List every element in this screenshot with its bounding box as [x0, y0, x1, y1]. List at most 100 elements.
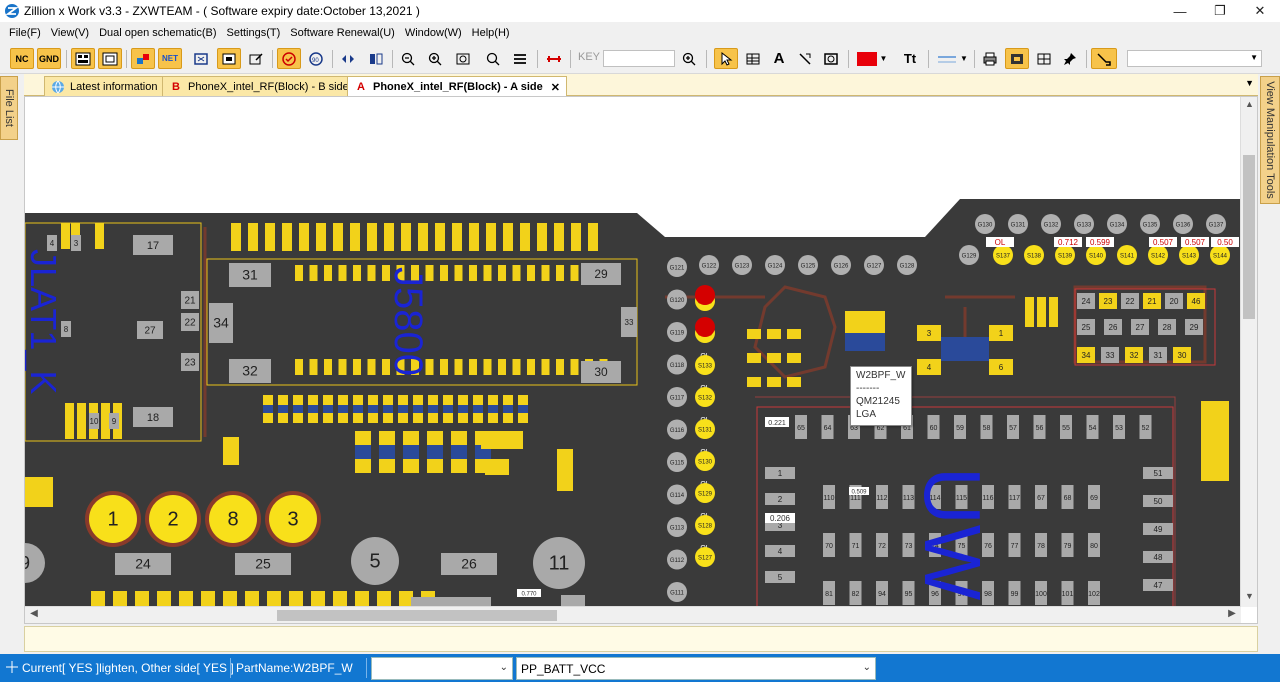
pad-label[interactable]: S142 [1151, 254, 1166, 260]
pad[interactable] [324, 359, 332, 375]
pad[interactable] [561, 595, 585, 607]
pad[interactable] [747, 353, 761, 363]
pad[interactable] [823, 581, 835, 605]
pad[interactable] [338, 359, 347, 375]
pad[interactable] [367, 223, 377, 251]
pad-label[interactable]: S139 [1058, 254, 1073, 260]
pad[interactable] [396, 359, 405, 375]
board-view-icon[interactable] [71, 48, 95, 69]
pad-label[interactable]: 117 [1009, 495, 1020, 502]
pad[interactable] [747, 329, 761, 339]
test-point[interactable] [667, 517, 687, 537]
pad[interactable] [1158, 319, 1176, 335]
pad-label[interactable]: 2 [167, 508, 178, 530]
pad[interactable] [1025, 297, 1034, 327]
pad[interactable] [747, 377, 761, 387]
pad-label[interactable]: 5 [778, 573, 783, 582]
pad[interactable] [289, 591, 303, 607]
pad[interactable] [1143, 495, 1173, 507]
pad-label[interactable]: G135 [1143, 223, 1158, 229]
pad[interactable] [982, 485, 994, 509]
pad-label[interactable]: G129 [962, 254, 977, 260]
pad[interactable] [309, 359, 318, 375]
pad[interactable] [1149, 347, 1167, 363]
pad-label[interactable]: OL [995, 238, 1006, 247]
component-body[interactable] [368, 405, 378, 413]
pad[interactable] [1086, 237, 1114, 247]
pad[interactable] [47, 235, 57, 251]
pad[interactable] [1139, 415, 1152, 439]
pad[interactable] [982, 581, 994, 605]
scroll-up-icon[interactable]: ▲ [1245, 99, 1254, 109]
component-body[interactable] [503, 405, 513, 413]
close-icon[interactable]: ✕ [550, 81, 560, 94]
pad-label[interactable]: 32 [242, 363, 258, 379]
pad[interactable] [929, 581, 941, 605]
pad[interactable] [350, 223, 360, 251]
pad-label[interactable]: 27 [144, 326, 156, 337]
pad[interactable] [498, 359, 506, 375]
pad-label[interactable]: 9 [25, 553, 30, 573]
pad-label[interactable]: 18 [147, 412, 159, 424]
pad[interactable] [411, 265, 419, 281]
pad-label[interactable]: G120 [670, 298, 685, 304]
pad[interactable] [399, 591, 413, 607]
test-point[interactable] [89, 495, 137, 543]
pad[interactable] [338, 265, 347, 281]
pad-label[interactable]: 112 [876, 495, 887, 502]
pad[interactable] [765, 513, 795, 523]
horizontal-scrollbar[interactable]: ◀ ▶ [25, 606, 1241, 623]
pad[interactable] [418, 223, 428, 251]
pad[interactable] [91, 591, 105, 607]
pad[interactable] [384, 223, 394, 251]
pad-label[interactable]: 51 [1154, 469, 1163, 478]
test-point[interactable] [765, 255, 785, 275]
pad-label[interactable]: 9 [112, 417, 117, 426]
pad[interactable] [309, 265, 318, 281]
pad[interactable] [765, 467, 795, 479]
pad-label[interactable]: 0.509 [851, 490, 867, 496]
pad-label[interactable]: 110 [823, 495, 834, 502]
test-point[interactable] [1107, 214, 1127, 234]
pad[interactable] [989, 325, 1013, 341]
pad-label[interactable]: 114 [929, 495, 940, 502]
pad[interactable] [265, 223, 275, 251]
pad-label[interactable]: 0.221 [768, 420, 786, 427]
pad-label[interactable]: 29 [594, 267, 608, 281]
pad-label[interactable]: S132 [698, 396, 713, 402]
pad[interactable] [767, 353, 781, 363]
pad-label[interactable]: 28 [1163, 323, 1172, 332]
component-body[interactable] [443, 405, 453, 413]
pad-label[interactable]: 17 [147, 240, 159, 252]
pad[interactable] [1101, 347, 1119, 363]
test-point[interactable] [1206, 214, 1226, 234]
pad-label[interactable]: 3 [287, 508, 298, 530]
pad-label[interactable]: G115 [670, 461, 685, 467]
pad-label[interactable]: 25 [1082, 323, 1091, 332]
pad-label[interactable]: 58 [983, 425, 991, 432]
pad[interactable] [517, 589, 541, 597]
check-icon[interactable] [277, 48, 301, 69]
pad[interactable] [554, 223, 564, 251]
nc-button[interactable]: NC [10, 48, 34, 69]
pad-label[interactable]: S141 [1120, 254, 1135, 260]
file-list-tab[interactable]: File List [0, 76, 18, 140]
zoom-fit-icon[interactable] [482, 48, 504, 69]
pad[interactable] [223, 437, 239, 465]
pad-label[interactable]: 68 [1064, 495, 1072, 502]
pad[interactable] [1037, 297, 1046, 327]
pad[interactable] [1104, 319, 1122, 335]
pad-label[interactable]: 1 [107, 508, 118, 530]
pad-label[interactable]: S140 [1089, 254, 1104, 260]
pad[interactable] [157, 591, 171, 607]
pad-label[interactable]: 22 [184, 318, 196, 329]
test-point[interactable] [695, 483, 715, 503]
pad[interactable] [61, 223, 70, 249]
pad-label[interactable]: 113 [903, 495, 914, 502]
print-icon[interactable] [979, 48, 1001, 69]
line-style-picker[interactable]: ▼ [934, 48, 970, 69]
pad-label[interactable]: S138 [1027, 254, 1042, 260]
test-point[interactable] [798, 255, 818, 275]
pad-label[interactable]: 8 [227, 508, 238, 530]
pad-label[interactable]: G119 [670, 331, 685, 337]
